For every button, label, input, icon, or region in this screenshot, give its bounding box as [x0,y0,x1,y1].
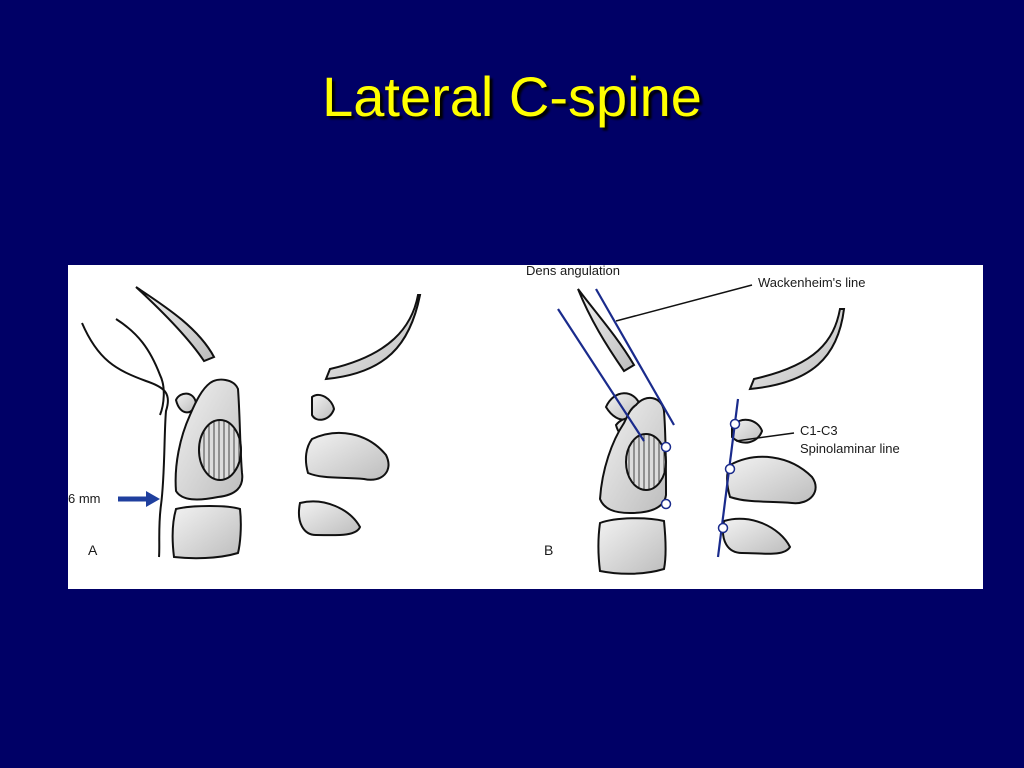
panel-b-drawing [557,284,846,575]
slide-title: Lateral C-spine [322,65,702,128]
spinolaminar-range-label: C1-C3 [800,423,838,438]
diagram-drawing: 6 mm A [68,265,900,575]
panel-a-label: A [88,542,98,558]
measurement-label: 6 mm [68,491,101,506]
spinolaminar-line-label: Spinolaminar line [800,441,900,456]
dens-angulation-label: Dens angulation [526,265,620,278]
panel-a-drawing [81,286,422,560]
wackenheim-line-label: Wackenheim's line [758,275,866,290]
cspine-diagram: 6 mm A [68,265,983,589]
panel-b-label: B [544,542,553,558]
